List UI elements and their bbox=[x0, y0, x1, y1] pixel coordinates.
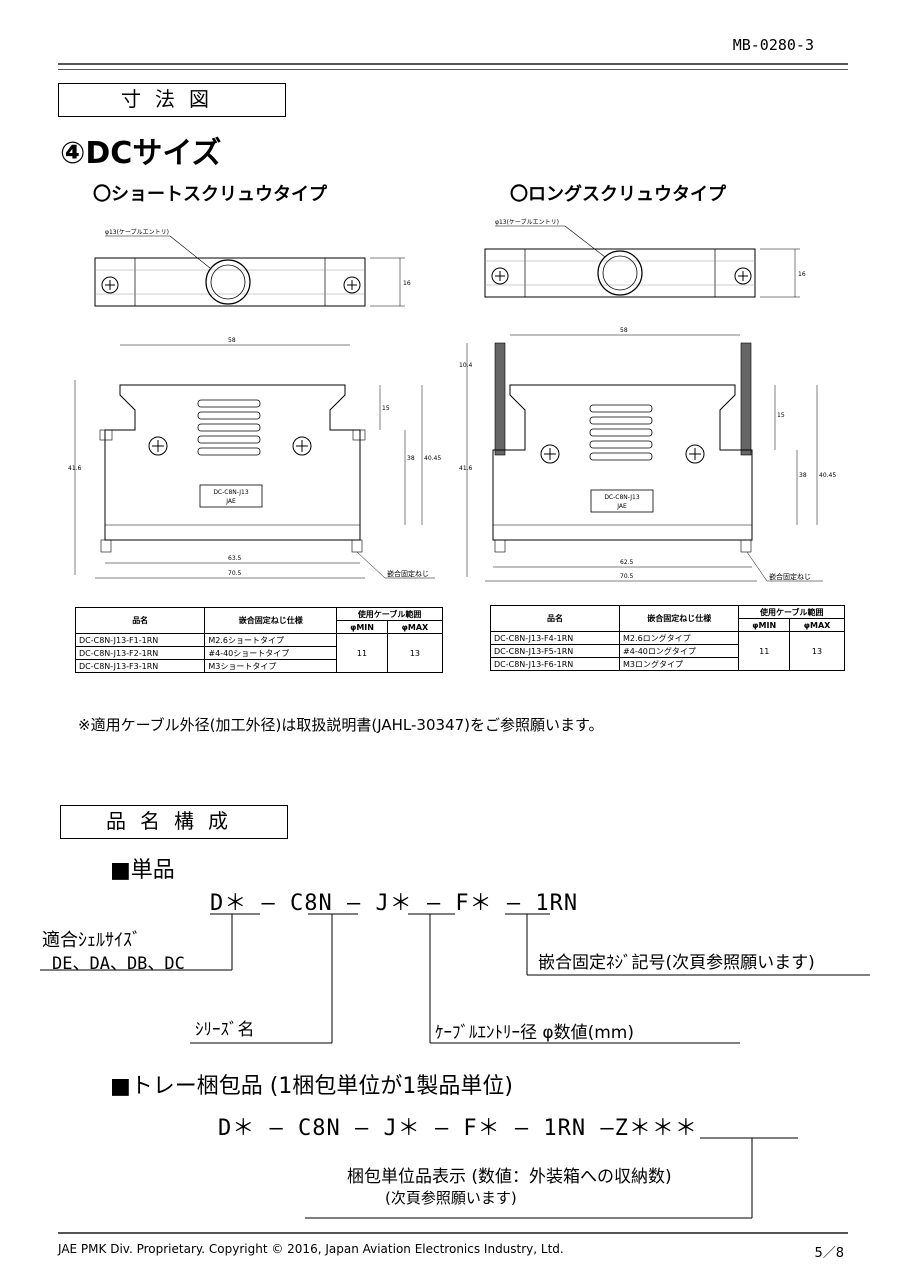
dim-label: 58 bbox=[620, 327, 628, 334]
long-type-title: 〇ロングスクリュウタイプ bbox=[510, 184, 726, 205]
dim-label: 41.6 bbox=[68, 465, 82, 472]
long-screw bbox=[740, 342, 752, 456]
short-type-table: 品名 嵌合固定ねじ仕様 使用ケーブル範囲 φMIN φMAX DC-C8N-J1… bbox=[74, 607, 444, 673]
screw-spec: #4-40ロングタイプ bbox=[619, 644, 740, 658]
screw-spec: M2.6ショートタイプ bbox=[204, 633, 338, 647]
part-name: DC-C8N-J13-F2-1RN bbox=[74, 646, 206, 660]
dim-label: 58 bbox=[228, 337, 236, 344]
cable-max: 13 bbox=[386, 633, 444, 673]
document-number: MB-0280-3 bbox=[732, 36, 814, 54]
screw-icon bbox=[343, 276, 361, 294]
dim-label: 70.5 bbox=[228, 570, 242, 577]
cable-min: 11 bbox=[738, 631, 791, 671]
shell-size-label: 適合ｼｪﾙｻｲｽﾞ bbox=[42, 930, 141, 951]
long-screw bbox=[494, 342, 506, 456]
table-row: DC-C8N-J13-F1-1RN M2.6ショートタイプ 11 13 bbox=[74, 633, 444, 673]
short-type-title: 〇ショートスクリュウタイプ bbox=[93, 184, 327, 205]
dim-label: 16 bbox=[403, 280, 411, 287]
screw-symbol-label: 嵌合固定ﾈｼﾞ記号(次頁参照願います) bbox=[538, 953, 815, 973]
table-header: 嵌合固定ねじ仕様 bbox=[619, 605, 740, 632]
section-label-dimensions: 寸法図 bbox=[58, 83, 286, 117]
cable-note: ※適用ケーブル外径(加工外径)は取扱説明書(JAHL-30347)をご参照願いま… bbox=[78, 716, 604, 734]
long-type-drawing: φ13(ケーブルエントリ) 16 58 DC-C8N-J13 JAE bbox=[459, 218, 836, 582]
dim-label: 41.6 bbox=[459, 465, 473, 472]
table-header: φMAX bbox=[789, 618, 845, 632]
dim-label: 10.4 bbox=[459, 362, 473, 369]
dim-label: 40.45 bbox=[424, 455, 441, 462]
header-rule-thin bbox=[58, 69, 848, 70]
part-name: DC-C8N-J13-F1-1RN bbox=[74, 633, 206, 647]
dim-label: 70.5 bbox=[620, 573, 634, 580]
marking-text: DC-C8N-J13 bbox=[604, 494, 640, 501]
header-rule bbox=[58, 63, 848, 65]
dim-label: 16 bbox=[798, 271, 806, 278]
table-header: 品名 bbox=[489, 605, 621, 632]
dim-label: 15 bbox=[382, 405, 390, 412]
page-number: 5／8 bbox=[814, 1246, 844, 1261]
dim-label: 40.45 bbox=[819, 472, 836, 479]
screw-icon bbox=[734, 267, 752, 285]
part-name: DC-C8N-J13-F6-1RN bbox=[489, 657, 621, 671]
footer-copyright: JAE PMK Div. Proprietary. Copyright © 20… bbox=[58, 1242, 564, 1256]
table-row: DC-C8N-J13-F6-1RN M3ロングタイプ bbox=[489, 657, 845, 671]
short-type-drawing: φ13(ケーブルエントリ) 16 58 DC-C8N-J13 JAE bbox=[68, 228, 441, 579]
screw-icon bbox=[540, 444, 560, 464]
entry-note: φ13(ケーブルエントリ) bbox=[495, 218, 559, 226]
tray-heading: ■トレー梱包品 (1梱包単位が1製品単位) bbox=[110, 1074, 513, 1099]
screw-icon bbox=[292, 436, 312, 456]
cable-min: 11 bbox=[336, 633, 388, 673]
screw-spec: M3ロングタイプ bbox=[619, 657, 740, 671]
screw-spec: #4-40ショートタイプ bbox=[204, 646, 338, 660]
screw-icon bbox=[685, 444, 705, 464]
single-part-code: D＊ — C8N — J＊ — F＊ — 1RN bbox=[210, 891, 579, 916]
tray-code-leaders bbox=[305, 1137, 798, 1219]
dim-label: 62.5 bbox=[620, 559, 634, 566]
marking-text: JAE bbox=[225, 498, 236, 505]
shell-size-values: DE、DA、DB、DC bbox=[52, 954, 185, 974]
table-header: φMIN bbox=[336, 620, 388, 634]
screw-label: 嵌合固定ねじ bbox=[769, 572, 811, 581]
size-heading: ④DCサイズ bbox=[60, 136, 222, 171]
series-name-label: ｼﾘｰｽﾞ名 bbox=[195, 1020, 255, 1040]
cable-entry-label: ｹｰﾌﾞﾙｴﾝﾄﾘｰ径 φ数値(mm) bbox=[435, 1023, 635, 1043]
packing-unit-note: (次頁参照願います) bbox=[385, 1189, 517, 1207]
screw-label: 嵌合固定ねじ bbox=[387, 569, 429, 578]
part-name: DC-C8N-J13-F3-1RN bbox=[74, 659, 206, 673]
table-row: DC-C8N-J13-F5-1RN #4-40ロングタイプ bbox=[489, 644, 845, 658]
screw-icon bbox=[148, 436, 168, 456]
section-label-part-number: 品名構成 bbox=[60, 805, 288, 839]
table-header: φMAX bbox=[386, 620, 444, 634]
screw-spec: M3ショートタイプ bbox=[204, 659, 338, 673]
table-header: 使用ケーブル範囲 bbox=[738, 605, 845, 619]
part-name: DC-C8N-J13-F4-1RN bbox=[489, 631, 621, 645]
table-header: 使用ケーブル範囲 bbox=[336, 607, 443, 621]
table-header: φMIN bbox=[738, 618, 791, 632]
table-header: 嵌合固定ねじ仕様 bbox=[204, 607, 338, 634]
dim-label: 63.5 bbox=[228, 555, 242, 562]
screw-icon bbox=[101, 276, 119, 294]
single-code-leaders bbox=[40, 913, 870, 1044]
dim-label: 38 bbox=[407, 455, 415, 462]
screw-icon bbox=[491, 267, 509, 285]
entry-note: φ13(ケーブルエントリ) bbox=[105, 228, 169, 236]
dim-label: 15 bbox=[777, 412, 785, 419]
dim-label: 38 bbox=[799, 472, 807, 479]
long-type-table: 品名 嵌合固定ねじ仕様 使用ケーブル範囲 φMIN φMAX DC-C8N-J1… bbox=[489, 605, 845, 671]
tray-part-code: D＊ — C8N — J＊ — F＊ — 1RN —Z＊＊＊ bbox=[218, 1116, 698, 1141]
part-name: DC-C8N-J13-F5-1RN bbox=[489, 644, 621, 658]
marking-text: DC-C8N-J13 bbox=[213, 489, 249, 496]
table-header: 品名 bbox=[74, 607, 206, 634]
footer-rule bbox=[58, 1232, 848, 1234]
single-heading: ■単品 bbox=[110, 858, 175, 883]
marking-text: JAE bbox=[616, 503, 627, 510]
cable-max: 13 bbox=[789, 631, 845, 671]
table-row: DC-C8N-J13-F3-1RN M3ショートタイプ bbox=[74, 659, 443, 673]
screw-spec: M2.6ロングタイプ bbox=[619, 631, 740, 645]
packing-unit-label: 梱包単位品表示 (数値：外装箱への収納数) bbox=[347, 1167, 672, 1187]
table-row: DC-C8N-J13-F4-1RN M2.6ロングタイプ 11 13 bbox=[489, 631, 845, 671]
